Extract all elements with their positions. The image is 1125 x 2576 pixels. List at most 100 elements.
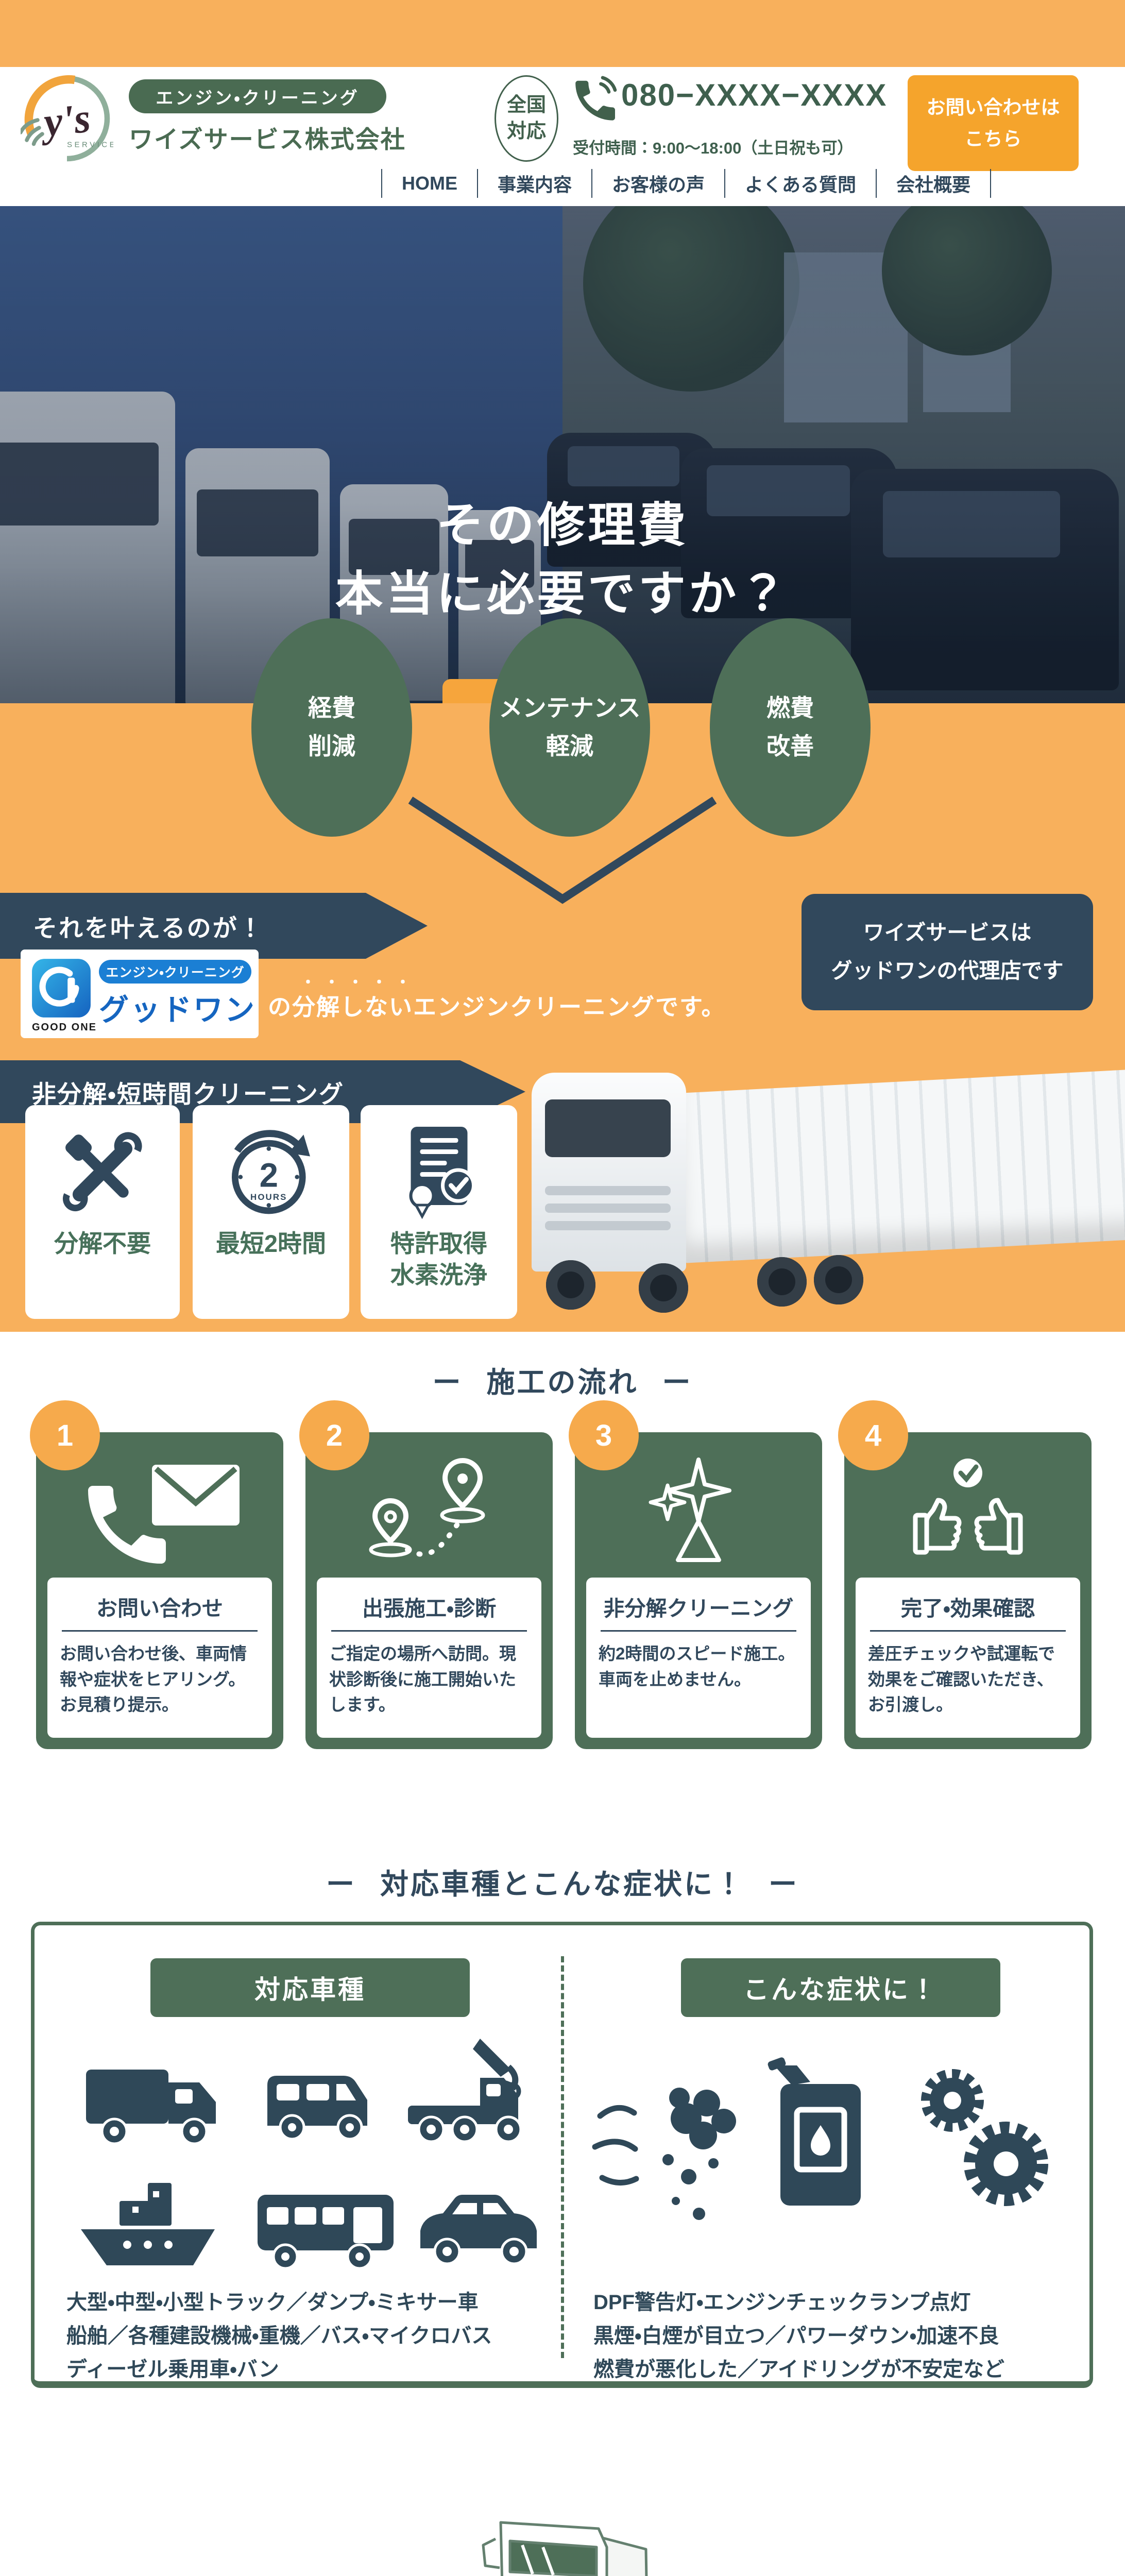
- vehicles-symptoms-box: 対応車種 こんな症状に！: [31, 1922, 1093, 2388]
- bus-icon: [258, 2195, 394, 2270]
- symptoms-line: 燃費が悪化した／アイドリングが不安定など: [593, 2358, 1004, 2381]
- nav-item-home[interactable]: HOME: [381, 169, 477, 198]
- brand-badge: エンジン・クリーニング: [129, 79, 386, 113]
- hero-headline-2: 本当に必要ですか？: [335, 568, 790, 620]
- vehicles-heading-pill: 対応車種: [150, 1958, 470, 2017]
- step-panel: 完了・効果確認 差圧チェックや試運転で効果をご確認いただき、お引渡し。: [856, 1578, 1080, 1738]
- box-truck-icon: [86, 2070, 216, 2145]
- brand-company-name: ワイズサービス株式会社: [129, 126, 406, 153]
- benefit-cost-line2: 削減: [308, 733, 355, 759]
- main-nav: HOME 事業内容 お客様の声 よくある質問 会社概要: [381, 169, 1097, 198]
- title-dash-left: ー: [326, 1868, 356, 1900]
- step-body: ご指定の場所へ訪問。現状診断後に施工開始いたします。: [329, 1644, 516, 1714]
- step-panel: お問い合わせ お問い合わせ後、車両情報や症状をヒアリング。お見積り提示。: [47, 1578, 272, 1738]
- benefit-fuel-line1: 燃費: [766, 694, 814, 722]
- phone-icon: [575, 76, 617, 121]
- agency-line1: ワイズサービスは: [863, 921, 1032, 945]
- solution-description: の・・・・・分解しないエンジンクリーニングです。: [268, 974, 726, 1022]
- clock-2hours-icon: 2 HOURS: [232, 1130, 310, 1214]
- vehicles-title-text: 対応車種とこんな症状に！: [380, 1868, 745, 1900]
- nav-item-faq[interactable]: よくある質問: [724, 169, 876, 198]
- vehicles-line: 大型・中型・小型トラック／ダンプ・ミキサー車: [66, 2291, 479, 2314]
- feature-label: 分解不要: [54, 1230, 151, 1257]
- map-pins-icon: [305, 1453, 553, 1569]
- step-number-badge: 2: [299, 1400, 369, 1470]
- step-title: お問い合わせ: [96, 1597, 223, 1620]
- title-dash-right: ー: [662, 1366, 693, 1398]
- header-phone-number[interactable]: 080−XXXX−XXXX: [621, 78, 888, 112]
- vertical-dashed-divider: [561, 1956, 564, 2358]
- symptoms-line: 黒煙・白煙が目立つ／パワーダウン・加速不良: [593, 2324, 999, 2347]
- feature-card-no-disassembly: 分解不要: [25, 1105, 180, 1319]
- svg-text:SERVICE: SERVICE: [67, 141, 113, 149]
- nav-item-business[interactable]: 事業内容: [477, 169, 591, 198]
- flow-step-card-1: 1 お問い合わせ お問い合わせ後、車両情報や症状をヒアリング。お見積り提示。: [30, 1400, 283, 1749]
- flow-title-text: 施工の流れ: [486, 1366, 639, 1398]
- benefit-cost-line1: 経費: [308, 694, 355, 722]
- feature-card-patent: 特許取得水素洗浄: [361, 1105, 517, 1319]
- truck-illustration: [482, 2521, 648, 2576]
- oil-canister-icon: [768, 2057, 861, 2206]
- step-title: 非分解クリーニング: [603, 1597, 794, 1620]
- contact-cta-button[interactable]: お問い合わせは こちら: [908, 75, 1079, 171]
- agency-note-box: ワイズサービスは グッドワンの代理店です: [802, 894, 1093, 1010]
- desc-emphasized: 分解しない: [292, 994, 414, 1020]
- goodone-mark-icon: [32, 959, 91, 1018]
- nav-item-company[interactable]: 会社概要: [876, 169, 992, 198]
- flow-step-card-4: 4 完了・効果確認 差圧チェックや試運転で効果をご確認いただき、お引渡し。: [838, 1400, 1092, 1749]
- gears-icon: [921, 2069, 1048, 2206]
- flow-step-card-3: 3 非分解クリーニング 約2時間のスピード施工。車両を止めません。: [569, 1400, 822, 1749]
- cta-line2: こちら: [964, 128, 1022, 149]
- hero-headline-1: その修理費: [436, 499, 689, 552]
- svg-text:HOURS: HOURS: [250, 1192, 287, 1202]
- nav-item-voices[interactable]: お客様の声: [591, 169, 724, 198]
- goodone-name: グッドワン: [99, 993, 257, 1027]
- step-panel: 非分解クリーニング 約2時間のスピード施工。車両を止めません。: [586, 1578, 811, 1738]
- desc-suffix: エンジンクリーニングです。: [413, 994, 726, 1020]
- goodone-sub: GOOD ONE: [32, 1022, 97, 1033]
- patent-certificate-icon: [409, 1127, 475, 1219]
- van-icon: [267, 2076, 367, 2141]
- nationwide-line2: 対応: [506, 121, 546, 142]
- desc-emphasis-dots: ・・・・・: [300, 974, 419, 991]
- crossed-wrenches-icon: [62, 1132, 142, 1212]
- benefit-maintenance-line1: メンテナンス: [499, 694, 641, 722]
- ship-icon: [81, 2183, 215, 2265]
- company-logo-icon: y's SERVICE: [21, 75, 113, 162]
- thumbs-up-icon: [844, 1453, 1092, 1569]
- vehicles-section-title: ー 対応車種とこんな症状に！ ー: [0, 1861, 1125, 1902]
- svg-text:2: 2: [260, 1157, 278, 1194]
- phone-mail-icon: [36, 1453, 283, 1569]
- feature-label: 最短2時間: [215, 1230, 327, 1257]
- benefit-circle-maintenance: メンテナンス 軽減: [489, 618, 650, 837]
- nationwide-line1: 全国: [506, 94, 546, 116]
- symptoms-line: DPF警告灯・エンジンチェックランプ点灯: [593, 2291, 971, 2314]
- vehicles-text: 大型・中型・小型トラック／ダンプ・ミキサー車 船舶／各種建設機械・重機／バス・マ…: [66, 2286, 561, 2386]
- step-body: 約2時間のスピード施工。車両を止めません。: [599, 1644, 795, 1689]
- step-title: 出張施工・診断: [362, 1597, 496, 1620]
- benefit-maintenance-line2: 軽減: [546, 733, 593, 759]
- benefit-circle-cost: 経費 削減: [251, 618, 412, 837]
- title-dash-left: ー: [432, 1366, 463, 1398]
- title-dash-right: ー: [769, 1868, 799, 1900]
- step-body: 差圧チェックや試運転で効果をご確認いただき、お引渡し。: [868, 1644, 1055, 1714]
- chevron-down-icon: [408, 796, 717, 904]
- benefit-fuel-line2: 改善: [766, 733, 814, 759]
- flow-step-card-2: 2 出張施工・診断 ご指定の場所へ訪問。現状診断後に施工開始いたします。: [299, 1400, 553, 1749]
- white-truck-photo: [515, 1030, 1125, 1332]
- car-icon: [420, 2195, 537, 2265]
- vehicles-line: ディーゼル乗用車・バン: [66, 2358, 279, 2381]
- top-orange-bar: [0, 0, 1125, 67]
- goodone-logo-card: エンジン・クリーニング グッドワン GOOD ONE: [21, 950, 259, 1038]
- cta-line1: お問い合わせは: [926, 96, 1060, 118]
- step-number-badge: 4: [838, 1400, 908, 1470]
- feature-label: 特許取得水素洗浄: [390, 1230, 487, 1289]
- step-panel: 出張施工・診断 ご指定の場所へ訪問。現状診断後に施工開始いたします。: [317, 1578, 541, 1738]
- desc-prefix: の: [268, 994, 293, 1020]
- step-number-badge: 3: [569, 1400, 639, 1470]
- step-number-badge: 1: [30, 1400, 100, 1470]
- business-hours: 受付時間：9:00〜18:00（土日祝も可）: [573, 139, 854, 157]
- vehicles-line: 船舶／各種建設機械・重機／バス・マイクロバス: [66, 2324, 492, 2347]
- svg-text:y's: y's: [37, 95, 93, 146]
